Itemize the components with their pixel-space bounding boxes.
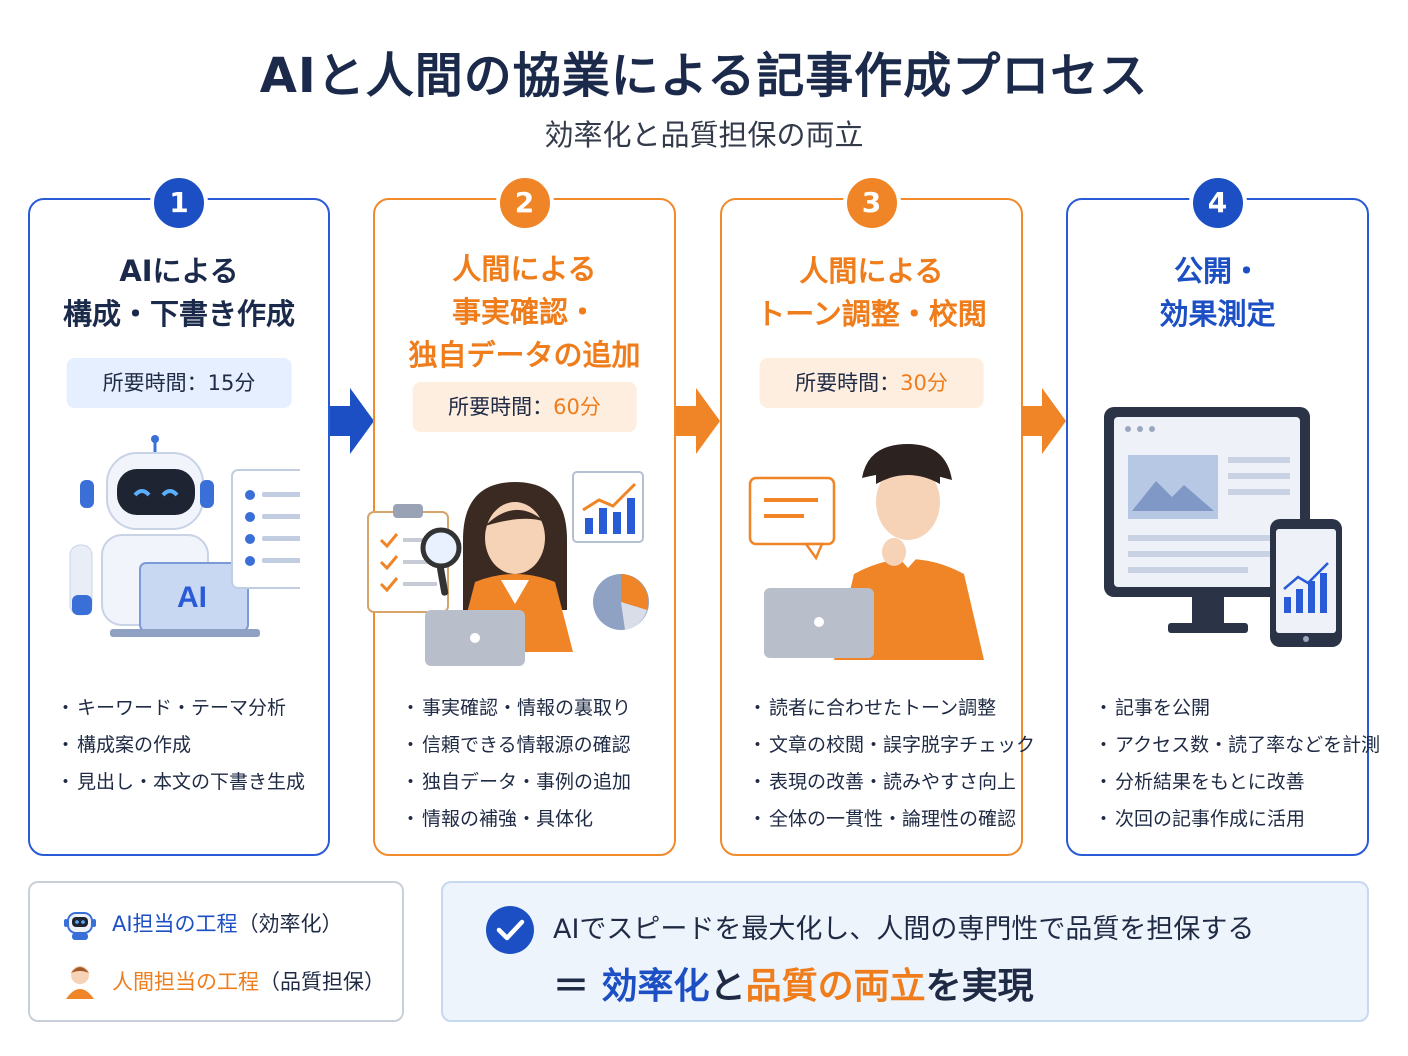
list-item: アクセス数・読了率などを計測 xyxy=(1094,727,1380,764)
list-item: キーワード・テーマ分析 xyxy=(56,690,318,727)
step-title: 人間による 事実確認・ 独自データの追加 xyxy=(408,252,641,372)
man-thinking-icon xyxy=(748,444,984,660)
arrow-right-icon xyxy=(676,388,720,454)
step-card-4: 4 公開・ 効果測定 記事を公開 アクセス数・読了率などを計測 分析結果をもとに… xyxy=(1066,174,1380,856)
woman-with-magnifier-icon xyxy=(367,471,649,666)
list-item: 情報の補強・具体化 xyxy=(401,801,664,838)
laptop-ai-label: AI xyxy=(177,581,207,614)
list-item: 構成案の作成 xyxy=(56,727,318,764)
robot-with-laptop-icon: AI xyxy=(69,435,300,637)
legend-ai-label: AI担当の工程 xyxy=(112,912,238,936)
list-item: 信頼できる情報源の確認 xyxy=(401,727,664,764)
list-item: 次回の記事作成に活用 xyxy=(1094,801,1357,838)
time-required-badge: 所要時間：30分 xyxy=(759,358,984,408)
list-item: 見出し・本文の下書き生成 xyxy=(56,764,318,801)
summary-line: AIでスピードを最大化し、人間の専門性で品質を担保する xyxy=(553,914,1255,945)
list-item: 表現の改善・読みやすさ向上 xyxy=(748,764,1016,801)
time-required-badge: 所要時間：60分 xyxy=(412,382,637,432)
list-item: 事実確認・情報の裏取り xyxy=(401,690,664,727)
arrow-right-icon xyxy=(330,388,374,454)
list-item: 全体の一貫性・論理性の確認 xyxy=(748,801,1016,838)
step-number-badge: 2 xyxy=(495,174,554,232)
step-card-1: 1 AIによる 構成・下書き作成 所要時間：15分 AI キーワード・テーマ分析… xyxy=(28,174,330,856)
step-number-badge: 1 xyxy=(150,174,208,232)
step-bullet-list: キーワード・テーマ分析 構成案の作成 見出し・本文の下書き生成 xyxy=(56,690,318,801)
step-number-badge: 4 xyxy=(1188,174,1247,232)
summary-box: AIでスピードを最大化し、人間の専門性で品質を担保する ＝ 効率化と品質の両立を… xyxy=(441,881,1369,1022)
legend-human-note: （品質担保） xyxy=(259,970,385,994)
page-title: AIと人間の協業による記事作成プロセス xyxy=(259,48,1149,104)
list-item: 分析結果をもとに改善 xyxy=(1094,764,1357,801)
monitor-and-phone-icon xyxy=(1104,407,1342,647)
legend-ai-row: AI担当の工程（効率化） xyxy=(60,903,343,943)
time-required-badge: 所要時間：15分 xyxy=(66,358,292,408)
legend-human-label: 人間担当の工程 xyxy=(112,970,259,994)
arrow-right-icon xyxy=(1022,388,1066,454)
legend-human-row: 人間担当の工程（品質担保） xyxy=(60,961,385,1001)
step-title: AIによる 構成・下書き作成 xyxy=(62,254,295,331)
summary-conclusion: ＝ 効率化と品質の両立を実現 xyxy=(553,966,1034,1007)
step-bullet-list: 記事を公開 アクセス数・読了率などを計測 分析結果をもとに改善 次回の記事作成に… xyxy=(1094,690,1380,838)
step-bullet-list: 読者に合わせたトーン調整 文章の校閲・誤字脱字チェック 表現の改善・読みやすさ向… xyxy=(748,690,1035,838)
list-item: 記事を公開 xyxy=(1094,690,1357,727)
list-item: 独自データ・事例の追加 xyxy=(401,764,664,801)
check-circle-icon xyxy=(486,906,534,954)
step-title: 人間による トーン調整・校閲 xyxy=(756,254,987,331)
list-item: 読者に合わせたトーン調整 xyxy=(748,690,1011,727)
list-item: 文章の校閲・誤字脱字チェック xyxy=(748,727,1035,764)
robot-icon xyxy=(64,912,96,940)
person-icon xyxy=(66,966,94,999)
legend-box: AI担当の工程（効率化） 人間担当の工程（品質担保） xyxy=(28,881,404,1022)
step-card-3: 3 人間による トーン調整・校閲 所要時間：30分 読者に合わせたトーン調整 文… xyxy=(720,174,1035,856)
page-subtitle: 効率化と品質担保の両立 xyxy=(544,118,864,152)
step-number-badge: 3 xyxy=(842,174,901,232)
step-bullet-list: 事実確認・情報の裏取り 信頼できる情報源の確認 独自データ・事例の追加 情報の補… xyxy=(401,690,664,838)
step-title: 公開・ 効果測定 xyxy=(1159,254,1276,331)
step-card-2: 2 人間による 事実確認・ 独自データの追加 所要時間：60分 事実確認・情報の… xyxy=(367,174,676,856)
legend-ai-note: （効率化） xyxy=(237,912,343,936)
